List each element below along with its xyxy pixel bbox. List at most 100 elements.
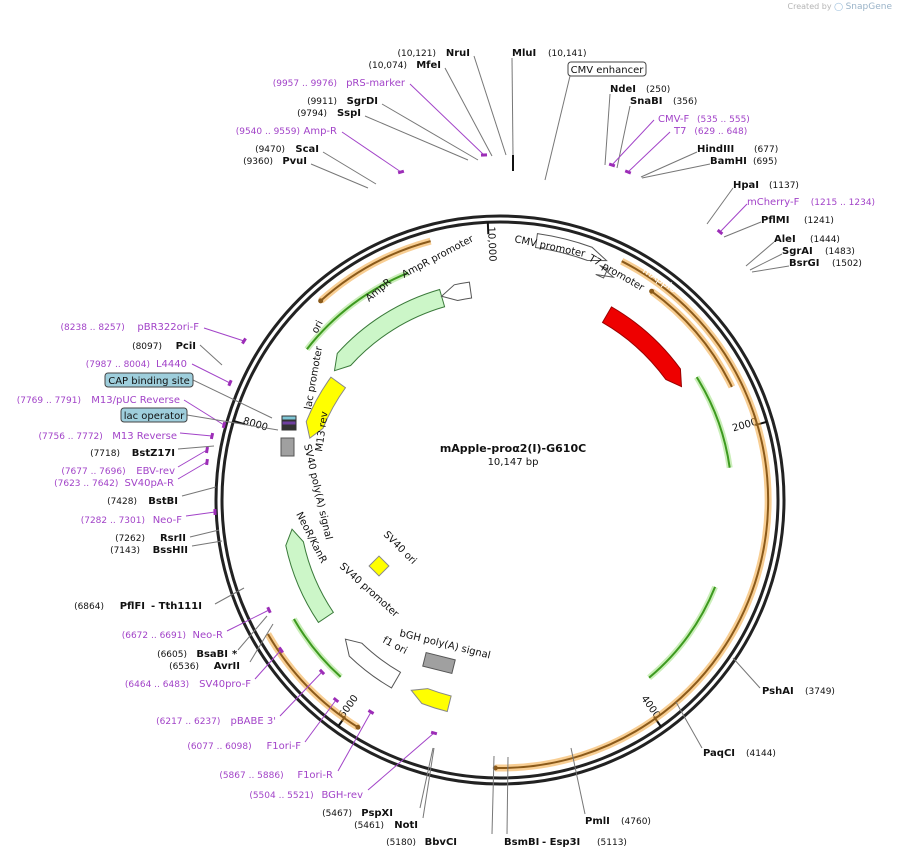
- enzyme-name-pshai: PshAI: [762, 686, 794, 697]
- m13-rev-box: [281, 420, 297, 426]
- lac-operator-box: [281, 415, 297, 421]
- primer-site-sv40pa-r: [205, 458, 209, 466]
- enzyme-name-sspi: SspI: [337, 108, 361, 119]
- primer-name-pbabe-3-: pBABE 3': [230, 716, 276, 727]
- primer-leader-neo-f: [185, 511, 216, 517]
- enzyme-leader-bsmbi: [506, 756, 509, 835]
- enzyme-pos-pflmi: (1241): [804, 216, 834, 226]
- feature-leader-lac-operator: [186, 414, 279, 431]
- feature-inner-label-sv40-ori: SV40 ori: [381, 529, 419, 567]
- primer-pos-m13-puc-reverse: (7769 .. 7791): [17, 396, 81, 406]
- enzyme-pos-bsabi: (6605): [157, 650, 187, 660]
- primer-pos-pbr322ori-f: (8238 .. 8257): [61, 323, 125, 333]
- primer-pos-m13-reverse: (7756 .. 7772): [39, 432, 103, 442]
- enzyme-leader-hpai: [706, 187, 734, 225]
- enzyme-name-alei: AleI: [774, 234, 796, 245]
- enzyme-pos-paqci: (4144): [746, 749, 776, 759]
- enzyme-leader-pflfi: [214, 587, 245, 605]
- snapgene-credit: Created by ◯ SnapGene: [788, 2, 892, 12]
- enzyme-name-bsmbi: BsmBI: [504, 837, 539, 848]
- enzyme-name-paqci: PaqCI: [703, 748, 735, 759]
- primer-pos-pbabe-3-: (6217 .. 6237): [156, 717, 220, 727]
- enzyme-pos-noti: (5461): [354, 821, 384, 831]
- orf-arc-inner-1-arrowhead: [649, 288, 655, 294]
- orf-arc-top: [320, 240, 431, 302]
- enzyme-name-avrii: AvrII: [214, 661, 240, 672]
- primer-pos-amp-r: (9540 .. 9559): [236, 127, 300, 137]
- tick-label: 10,000: [485, 226, 498, 261]
- feature-box-lac-operator: [120, 407, 188, 423]
- primer-leader-bgh-rev: [367, 732, 435, 791]
- plasmid-length: 10,147 bp: [488, 457, 539, 468]
- enzyme-leader-bamhi: [641, 163, 711, 179]
- credit-prefix: Created by: [787, 2, 832, 11]
- primer-leader-sv40pa-r: [177, 461, 208, 480]
- enzyme-pos-bstbi: (7428): [107, 497, 137, 507]
- feature-inner-label-bgh-poly-a-signal: bGH poly(A) signal: [398, 628, 491, 661]
- primer-pos-neo-f: (7282 .. 7301): [81, 516, 145, 526]
- enzyme-leader-paqci: [675, 701, 703, 749]
- primer-site-bgh-rev: [430, 730, 438, 736]
- enzyme-leader-bstz17i: [177, 445, 215, 450]
- enzyme-name-bstbi: BstBI: [148, 496, 178, 507]
- orf-arc-left-arrowhead: [355, 724, 361, 730]
- enzyme-leader-pcii: [199, 344, 223, 366]
- primer-name-neo-r: Neo-R: [193, 630, 224, 641]
- feature-inner-label-ampr-promoter: AmpR promoter: [400, 233, 476, 280]
- enzyme-pos-bsshii: (7143): [110, 546, 140, 556]
- backbone-outer: [214, 214, 786, 786]
- primer-name-sv40pa-r: SV40pA-R: [125, 478, 174, 489]
- enzyme-name-bstz17i: BstZ17I: [132, 448, 175, 459]
- primer-name-cmv-f: CMV-F: [658, 114, 689, 125]
- primer-site-cmv-f: [608, 162, 616, 168]
- feature-box-cmv-enhancer: [567, 61, 647, 77]
- primer-name-m13-puc-reverse: M13/pUC Reverse: [91, 395, 180, 406]
- primer-name-prs-marker: pRS-marker: [346, 78, 406, 89]
- primer-pos-sv40pro-f: (6464 .. 6483): [125, 680, 189, 690]
- enzyme-pos-bstz17i: (7718): [90, 449, 120, 459]
- feature-inner-label-sv40-promoter: SV40 promoter: [337, 561, 401, 620]
- primer-pos-neo-r: (6672 .. 6691): [122, 631, 186, 641]
- primer-site-m13-puc-reverse: [221, 421, 227, 429]
- primer-site-pbr322ori-f: [241, 337, 247, 345]
- enzyme-pos-rsrii: (7262): [115, 534, 145, 544]
- enzyme-leader-sgrdi: [381, 103, 479, 161]
- sv40-polya-box: [280, 437, 295, 457]
- enzyme-name-pflmi: PflMI: [761, 215, 789, 226]
- orf-arc-inner-1: [651, 290, 733, 388]
- enzyme-pos-mlui: (10,141): [548, 49, 587, 59]
- feature-label-cap-binding-site: CAP binding site: [108, 376, 190, 387]
- enzyme-alt-bsmbi: - Esp3I: [542, 837, 580, 848]
- primer-pos-ebv-rev: (7677 .. 7696): [61, 467, 125, 477]
- enzyme-name-pflfi: PflFI: [120, 601, 145, 612]
- enzyme-name-scai: ScaI: [295, 144, 319, 155]
- primer-site-f1ori-r: [367, 709, 375, 715]
- primer-pos-f1ori-f: (6077 .. 6098): [187, 742, 251, 752]
- enzyme-name-bamhi: BamHI: [710, 156, 747, 167]
- primer-site-sv40pro-f: [278, 646, 284, 654]
- primer-site-l4440: [227, 379, 233, 387]
- enzyme-leader-scai: [322, 151, 377, 185]
- primer-leader-prs-marker: [409, 83, 485, 156]
- primer-site-mcherry-f: [716, 228, 724, 236]
- enzyme-leader-ndei: [604, 93, 611, 166]
- t7-promoter-arrow: [595, 264, 616, 279]
- ori-arrow: [305, 376, 347, 440]
- enzyme-pos-sgrdi: (9911): [307, 97, 337, 107]
- primer-leader-amp-r: [341, 131, 402, 173]
- primer-name-pbr322ori-f: pBR322ori-F: [137, 322, 199, 333]
- primer-leader-m13-puc-reverse: [183, 399, 225, 426]
- primer-leader-pbabe-3-: [279, 671, 323, 717]
- primer-site-m13-reverse: [209, 432, 215, 440]
- feature-leader-cmv-enhancer: [544, 75, 571, 181]
- enzyme-pos-scai: (9470): [255, 145, 285, 155]
- enzyme-name-pvui: PvuI: [282, 156, 307, 167]
- enzyme-leader-hindiii: [640, 151, 698, 178]
- enzyme-star-bsabi: *: [232, 649, 238, 660]
- enzyme-name-pcii: PciI: [176, 341, 196, 352]
- primer-leader-neo-r: [226, 609, 270, 632]
- neor-kanr-arrow: [285, 528, 335, 624]
- enzyme-name-noti: NotI: [394, 820, 418, 831]
- enzyme-name-bsrgi: BsrGI: [789, 258, 819, 269]
- enzyme-alt-pflfi: - Tth111I: [151, 601, 202, 612]
